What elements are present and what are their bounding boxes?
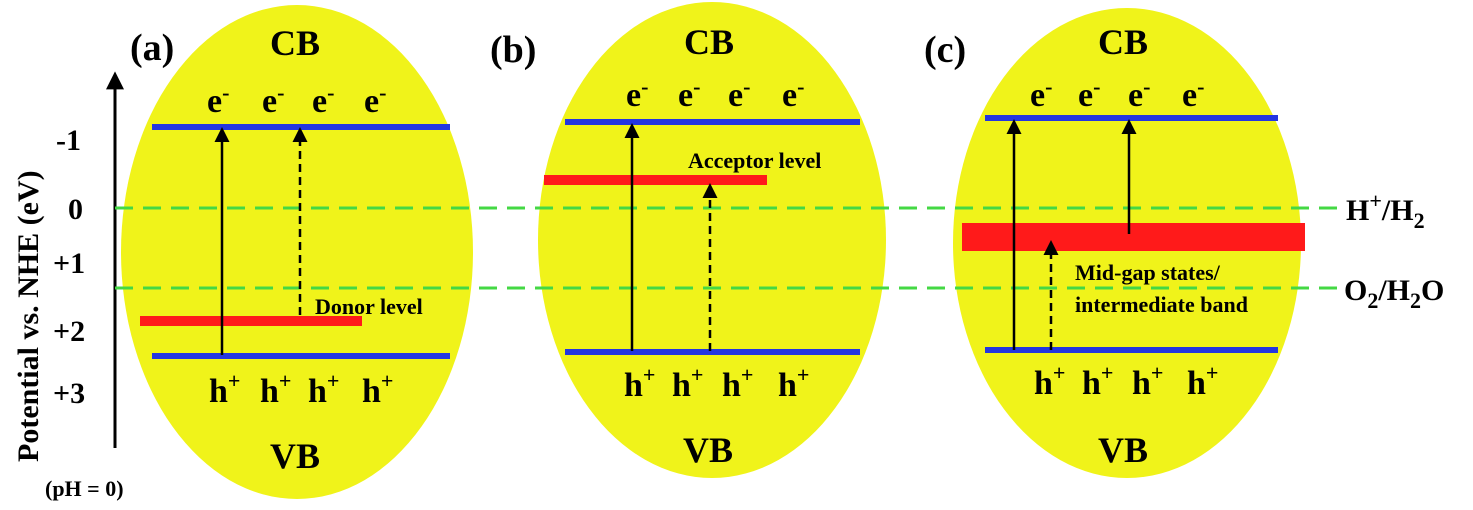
hole-label: h+ [1187,360,1218,402]
electron-label: e- [262,80,284,120]
electron-label: e- [207,80,229,120]
electron-label: e- [1078,74,1100,114]
acceptor-level-label: Acceptor level [688,148,821,173]
hole-label: h+ [1082,360,1113,402]
intermediate-band [962,223,1305,251]
panel-b-cb-label: CB [684,22,734,62]
panel-a-cb-label: CB [270,23,320,63]
panel-c: (c) CB VB e- e- e- e- Mid-gap states/ in… [924,22,1305,470]
hole-label: h+ [624,362,655,404]
electron-label: e- [1128,74,1150,114]
hole-label: h+ [260,368,291,410]
panel-b-vb-label: VB [683,430,733,470]
electron-label: e- [1182,74,1204,114]
y-tick-label: +1 [53,247,85,280]
panel-c-vb-label: VB [1098,430,1148,470]
electron-label: e- [312,80,334,120]
y-tick-label: +3 [53,377,85,410]
panel-b: (b) CB VB e- e- e- e- Acceptor level h+ … [490,22,860,470]
h2-redox-label: H+/H2 [1346,188,1425,233]
electron-label: e- [626,74,648,114]
hole-label: h+ [778,362,809,404]
y-tick-label: +2 [53,315,85,348]
mid-gap-label-line2: intermediate band [1075,292,1248,317]
hole-label: h+ [672,362,703,404]
hole-label: h+ [209,368,240,410]
panel-a: (a) CB VB e- e- e- e- Donor level h+ h+ … [130,23,450,476]
electron-label: e- [678,74,700,114]
panel-a-vb-label: VB [270,436,320,476]
panel-a-tag: (a) [130,27,174,69]
y-tick-label: -1 [56,124,81,157]
hole-label: h+ [1034,360,1065,402]
panel-b-tag: (b) [490,29,536,71]
ph-condition-label: (pH = 0) [45,476,124,501]
hole-label: h+ [308,368,339,410]
panel-c-tag: (c) [924,29,966,71]
electron-label: e- [728,74,750,114]
hole-label: h+ [362,368,393,410]
o2-redox-label: O2/H2O [1344,274,1444,313]
hole-label: h+ [722,362,753,404]
panel-c-cb-label: CB [1098,22,1148,62]
donor-level-label: Donor level [315,294,423,319]
panel-a-ellipse [121,5,473,499]
electron-label: e- [364,80,386,120]
hole-label: h+ [1132,360,1163,402]
mid-gap-label-line1: Mid-gap states/ [1075,260,1221,285]
electron-label: e- [782,74,804,114]
y-tick-label: 0 [68,193,83,226]
panel-b-ellipse [538,2,886,478]
y-axis-title: Potential vs. NHE (eV) [12,170,45,462]
electron-label: e- [1030,74,1052,114]
